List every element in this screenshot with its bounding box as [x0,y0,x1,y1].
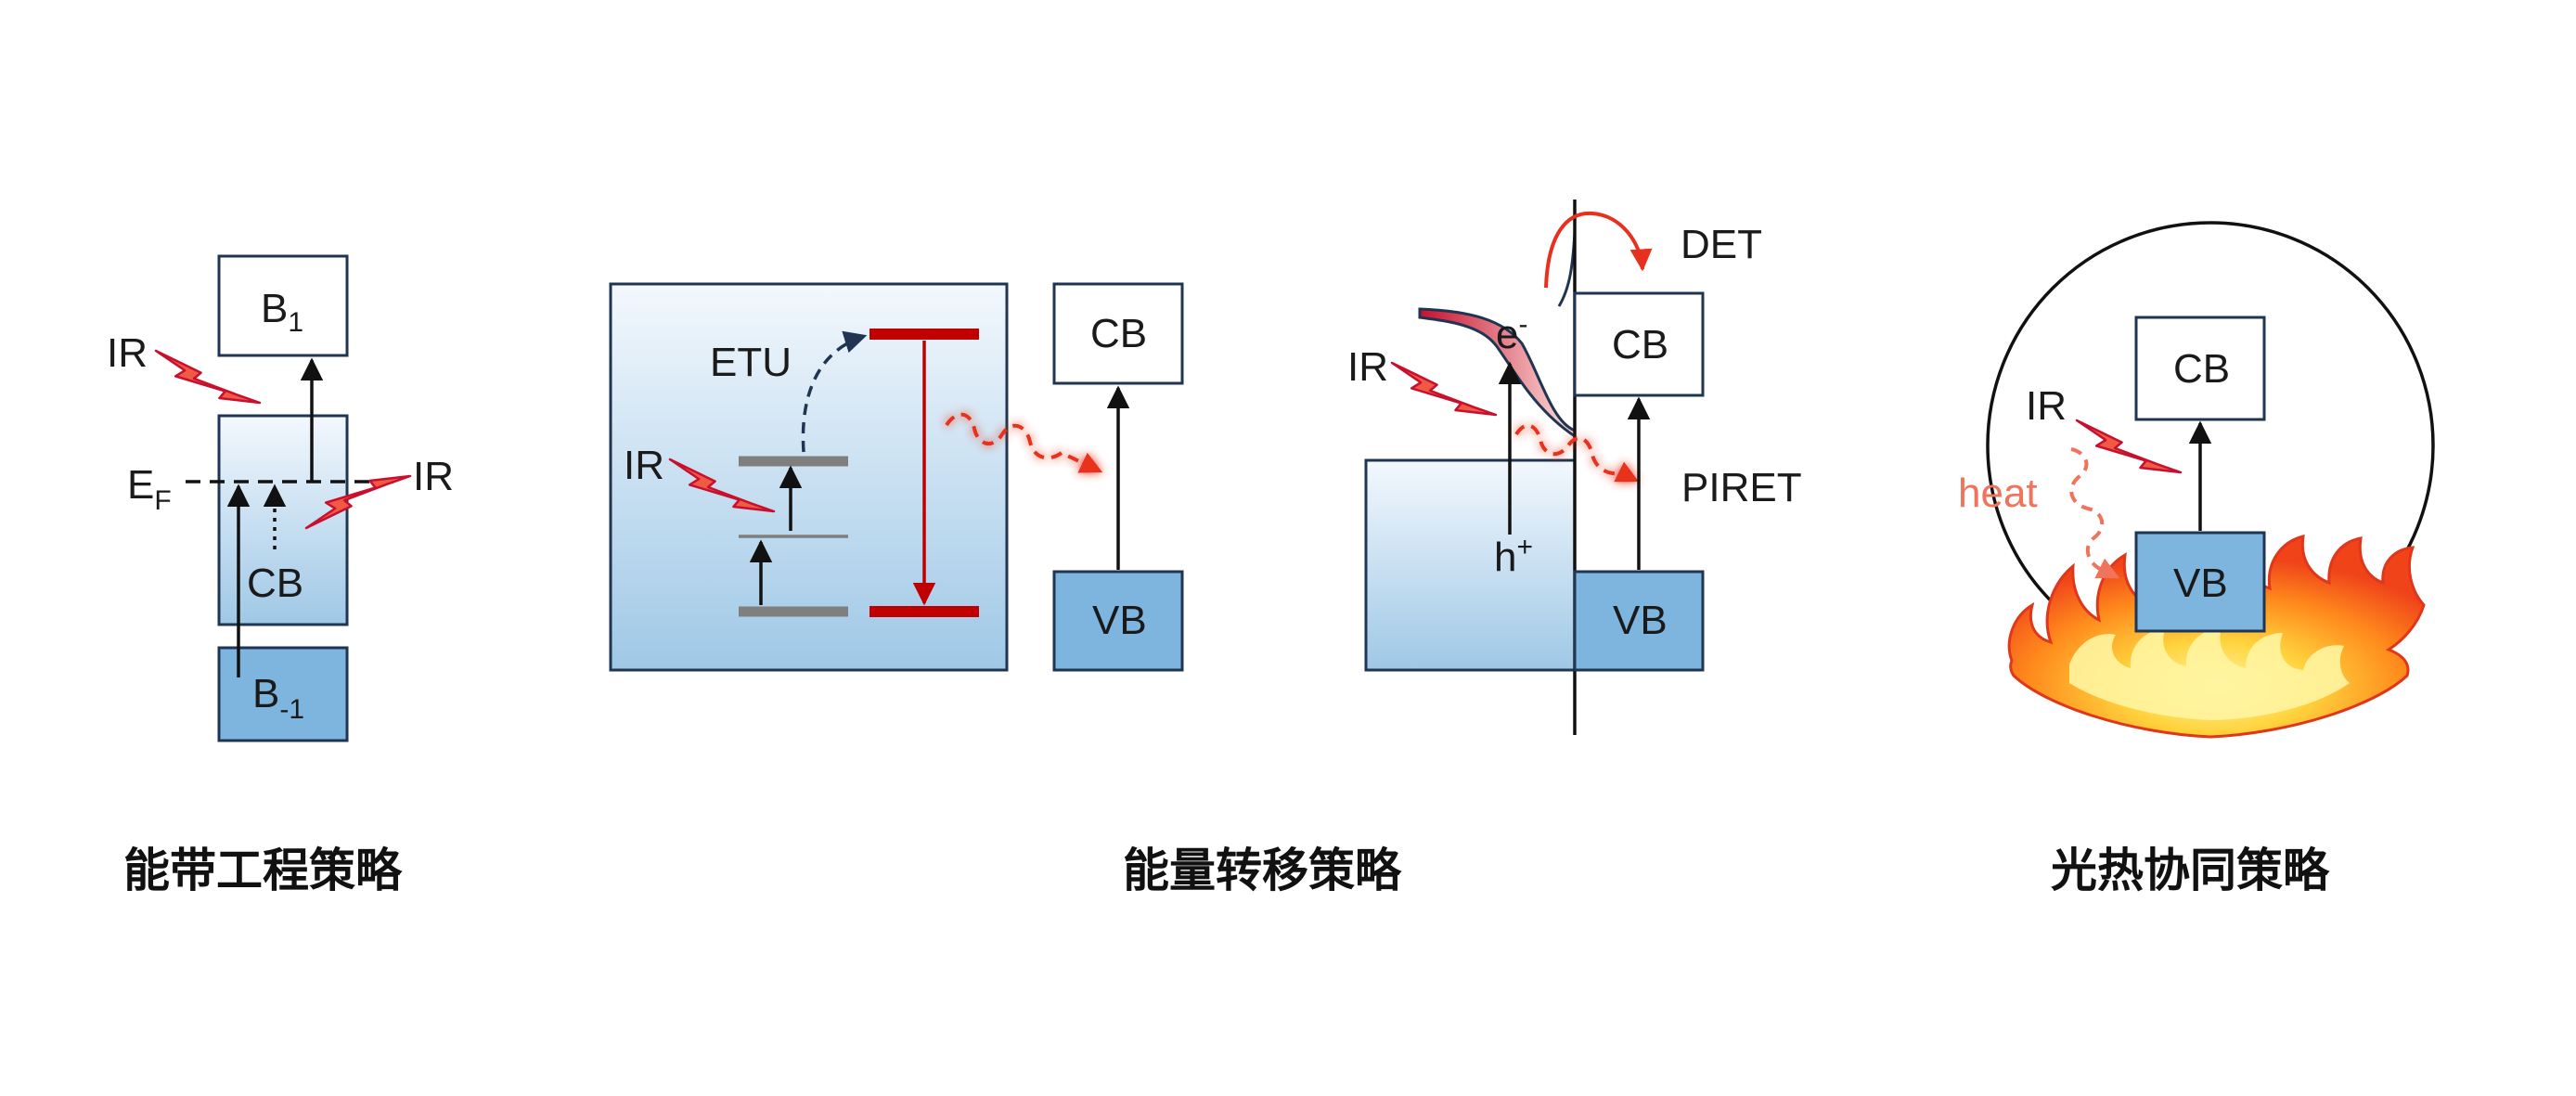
caption-band-engineering: 能带工程策略 [123,844,403,897]
photothermal-panel: CB VB IR heat 光热协同策略 [1958,221,2435,897]
piret-label: PIRET [1681,465,1802,510]
upconversion-host-box [609,282,1009,672]
ir-label-left: IR [107,330,148,376]
cb-box [1573,291,1705,397]
heat-label: heat [1958,471,2038,516]
electron-label: e- [1496,309,1527,357]
cb-label: CB [247,561,303,606]
caption-photothermal: 光热协同策略 [2051,844,2330,897]
band-b-minus1-label: B-1 [252,671,304,725]
cb-label: CB [2173,346,2230,392]
vb-box [1052,570,1184,672]
band-engineering-panel: B1 CB B-1 EF IR IR 能带工程策略 [107,254,454,897]
conduction-band-box [217,414,349,626]
plasmonic-metal-box [1364,458,1577,672]
energy-transfer-panel: ETU IR CB VB 能量转移策略 [609,282,1402,897]
vb-label: VB [1613,598,1668,643]
fermi-level-label: EF [127,462,172,516]
wavy-emission-arrow-icon [945,412,1103,473]
ir-label: IR [624,443,664,488]
cb-box [2134,316,2266,421]
cb-label: CB [1090,311,1147,356]
flame-icon [2007,535,2426,739]
ir-label: IR [2026,383,2067,429]
piret-wavy-arrow [1514,423,1640,483]
det-arrow [1544,211,1653,289]
vb-label: VB [1092,598,1147,643]
ir-label: IR [1347,344,1388,390]
band-b1-box [217,254,349,357]
ir-lightning-icon [154,349,262,405]
band-b1-label: B1 [261,286,303,338]
caption-energy-transfer: 能量转移策略 [1123,844,1402,897]
vb-box [2134,531,2266,633]
det-label: DET [1681,222,1762,267]
interface-transfer-panel: e- h+ IR DET PIRET CB VB [1347,200,1802,735]
etu-dashed-arrow [801,330,868,453]
heat-wavy-arrow [2069,447,2120,579]
ir-label-right: IR [413,454,454,499]
band-b-minus1-box [217,646,349,742]
hot-electron-distribution-tail [1557,231,1577,307]
vb-box [1573,570,1705,672]
vb-label: VB [2173,561,2228,606]
ir-lightning-icon [1390,361,1498,417]
hole-label: h+ [1494,532,1533,580]
cb-label: CB [1612,322,1668,367]
cb-box [1052,282,1184,385]
etu-label: ETU [710,340,792,385]
